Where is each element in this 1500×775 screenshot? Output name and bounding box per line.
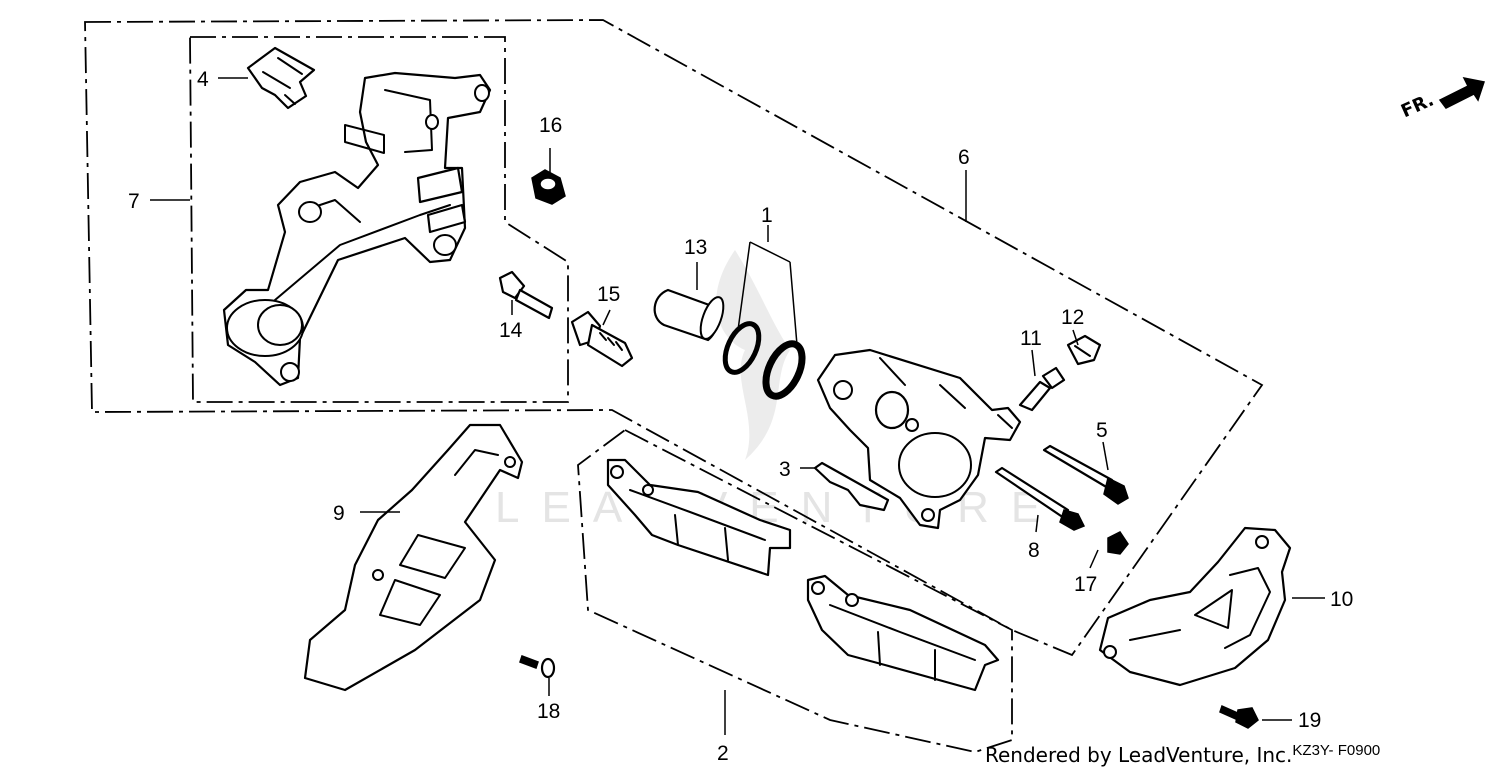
flange-bolt-15-part[interactable] bbox=[570, 310, 634, 368]
callout-1: 1 bbox=[761, 204, 773, 227]
nut-17-part[interactable] bbox=[1107, 531, 1129, 555]
callout-9: 9 bbox=[333, 502, 345, 525]
callout-6: 6 bbox=[958, 146, 970, 169]
callout-16: 16 bbox=[539, 114, 562, 137]
callout-numbers: 1 2 3 4 5 6 7 8 9 10 11 12 13 14 15 16 1… bbox=[128, 68, 1353, 765]
callout-2: 2 bbox=[717, 742, 729, 765]
piston-seals-part[interactable] bbox=[718, 319, 809, 402]
caliper-bracket-part[interactable] bbox=[222, 71, 492, 387]
screw-18-part[interactable] bbox=[519, 655, 556, 679]
bleeder-valve-part[interactable] bbox=[1018, 366, 1066, 412]
pad-retainer-part[interactable] bbox=[813, 461, 890, 512]
bolt-19-part[interactable] bbox=[1219, 704, 1259, 729]
caliper-body-part[interactable] bbox=[816, 348, 1022, 530]
callout-15: 15 bbox=[597, 283, 620, 306]
callout-4: 4 bbox=[197, 68, 209, 91]
callout-7: 7 bbox=[128, 190, 140, 213]
assembly-7-outline bbox=[189, 36, 569, 403]
front-direction-arrow-icon bbox=[1438, 76, 1485, 109]
pin-5-part[interactable] bbox=[1042, 444, 1129, 505]
rendered-by-text: Rendered by LeadVenture, Inc. bbox=[985, 743, 1293, 767]
callout-5: 5 bbox=[1096, 419, 1108, 442]
callout-11: 11 bbox=[1020, 327, 1042, 350]
diagram-code: KZ3Y- F0900 bbox=[1292, 742, 1381, 759]
callout-12: 12 bbox=[1061, 306, 1084, 329]
callout-8: 8 bbox=[1028, 539, 1040, 562]
callout-18: 18 bbox=[537, 700, 560, 723]
callout-10: 10 bbox=[1330, 588, 1353, 611]
washer-part[interactable] bbox=[1066, 334, 1102, 366]
callout-13: 13 bbox=[684, 236, 707, 259]
bleeder-cap-part[interactable] bbox=[531, 169, 566, 205]
footer: Rendered by LeadVenture, Inc.KZ3Y- F0900 bbox=[985, 742, 1380, 767]
watermark: LEADVENTURE bbox=[495, 250, 1040, 532]
assembly-6-outline bbox=[84, 19, 1264, 657]
callout-14: 14 bbox=[499, 319, 523, 342]
callout-3: 3 bbox=[779, 458, 791, 481]
brake-pads-part[interactable] bbox=[606, 458, 1000, 692]
piston-part[interactable] bbox=[653, 288, 728, 342]
pad-set-2-outline bbox=[577, 428, 1013, 753]
callout-19: 19 bbox=[1298, 709, 1321, 732]
callout-17: 17 bbox=[1074, 573, 1097, 596]
pin-8-part[interactable] bbox=[994, 466, 1086, 531]
pin-bolt-14-part[interactable] bbox=[498, 270, 554, 320]
disc-cover-part[interactable] bbox=[303, 423, 524, 692]
leader-lines bbox=[150, 77, 1325, 735]
pad-guard-part[interactable] bbox=[1098, 526, 1292, 687]
pad-spring-part[interactable] bbox=[246, 46, 316, 110]
